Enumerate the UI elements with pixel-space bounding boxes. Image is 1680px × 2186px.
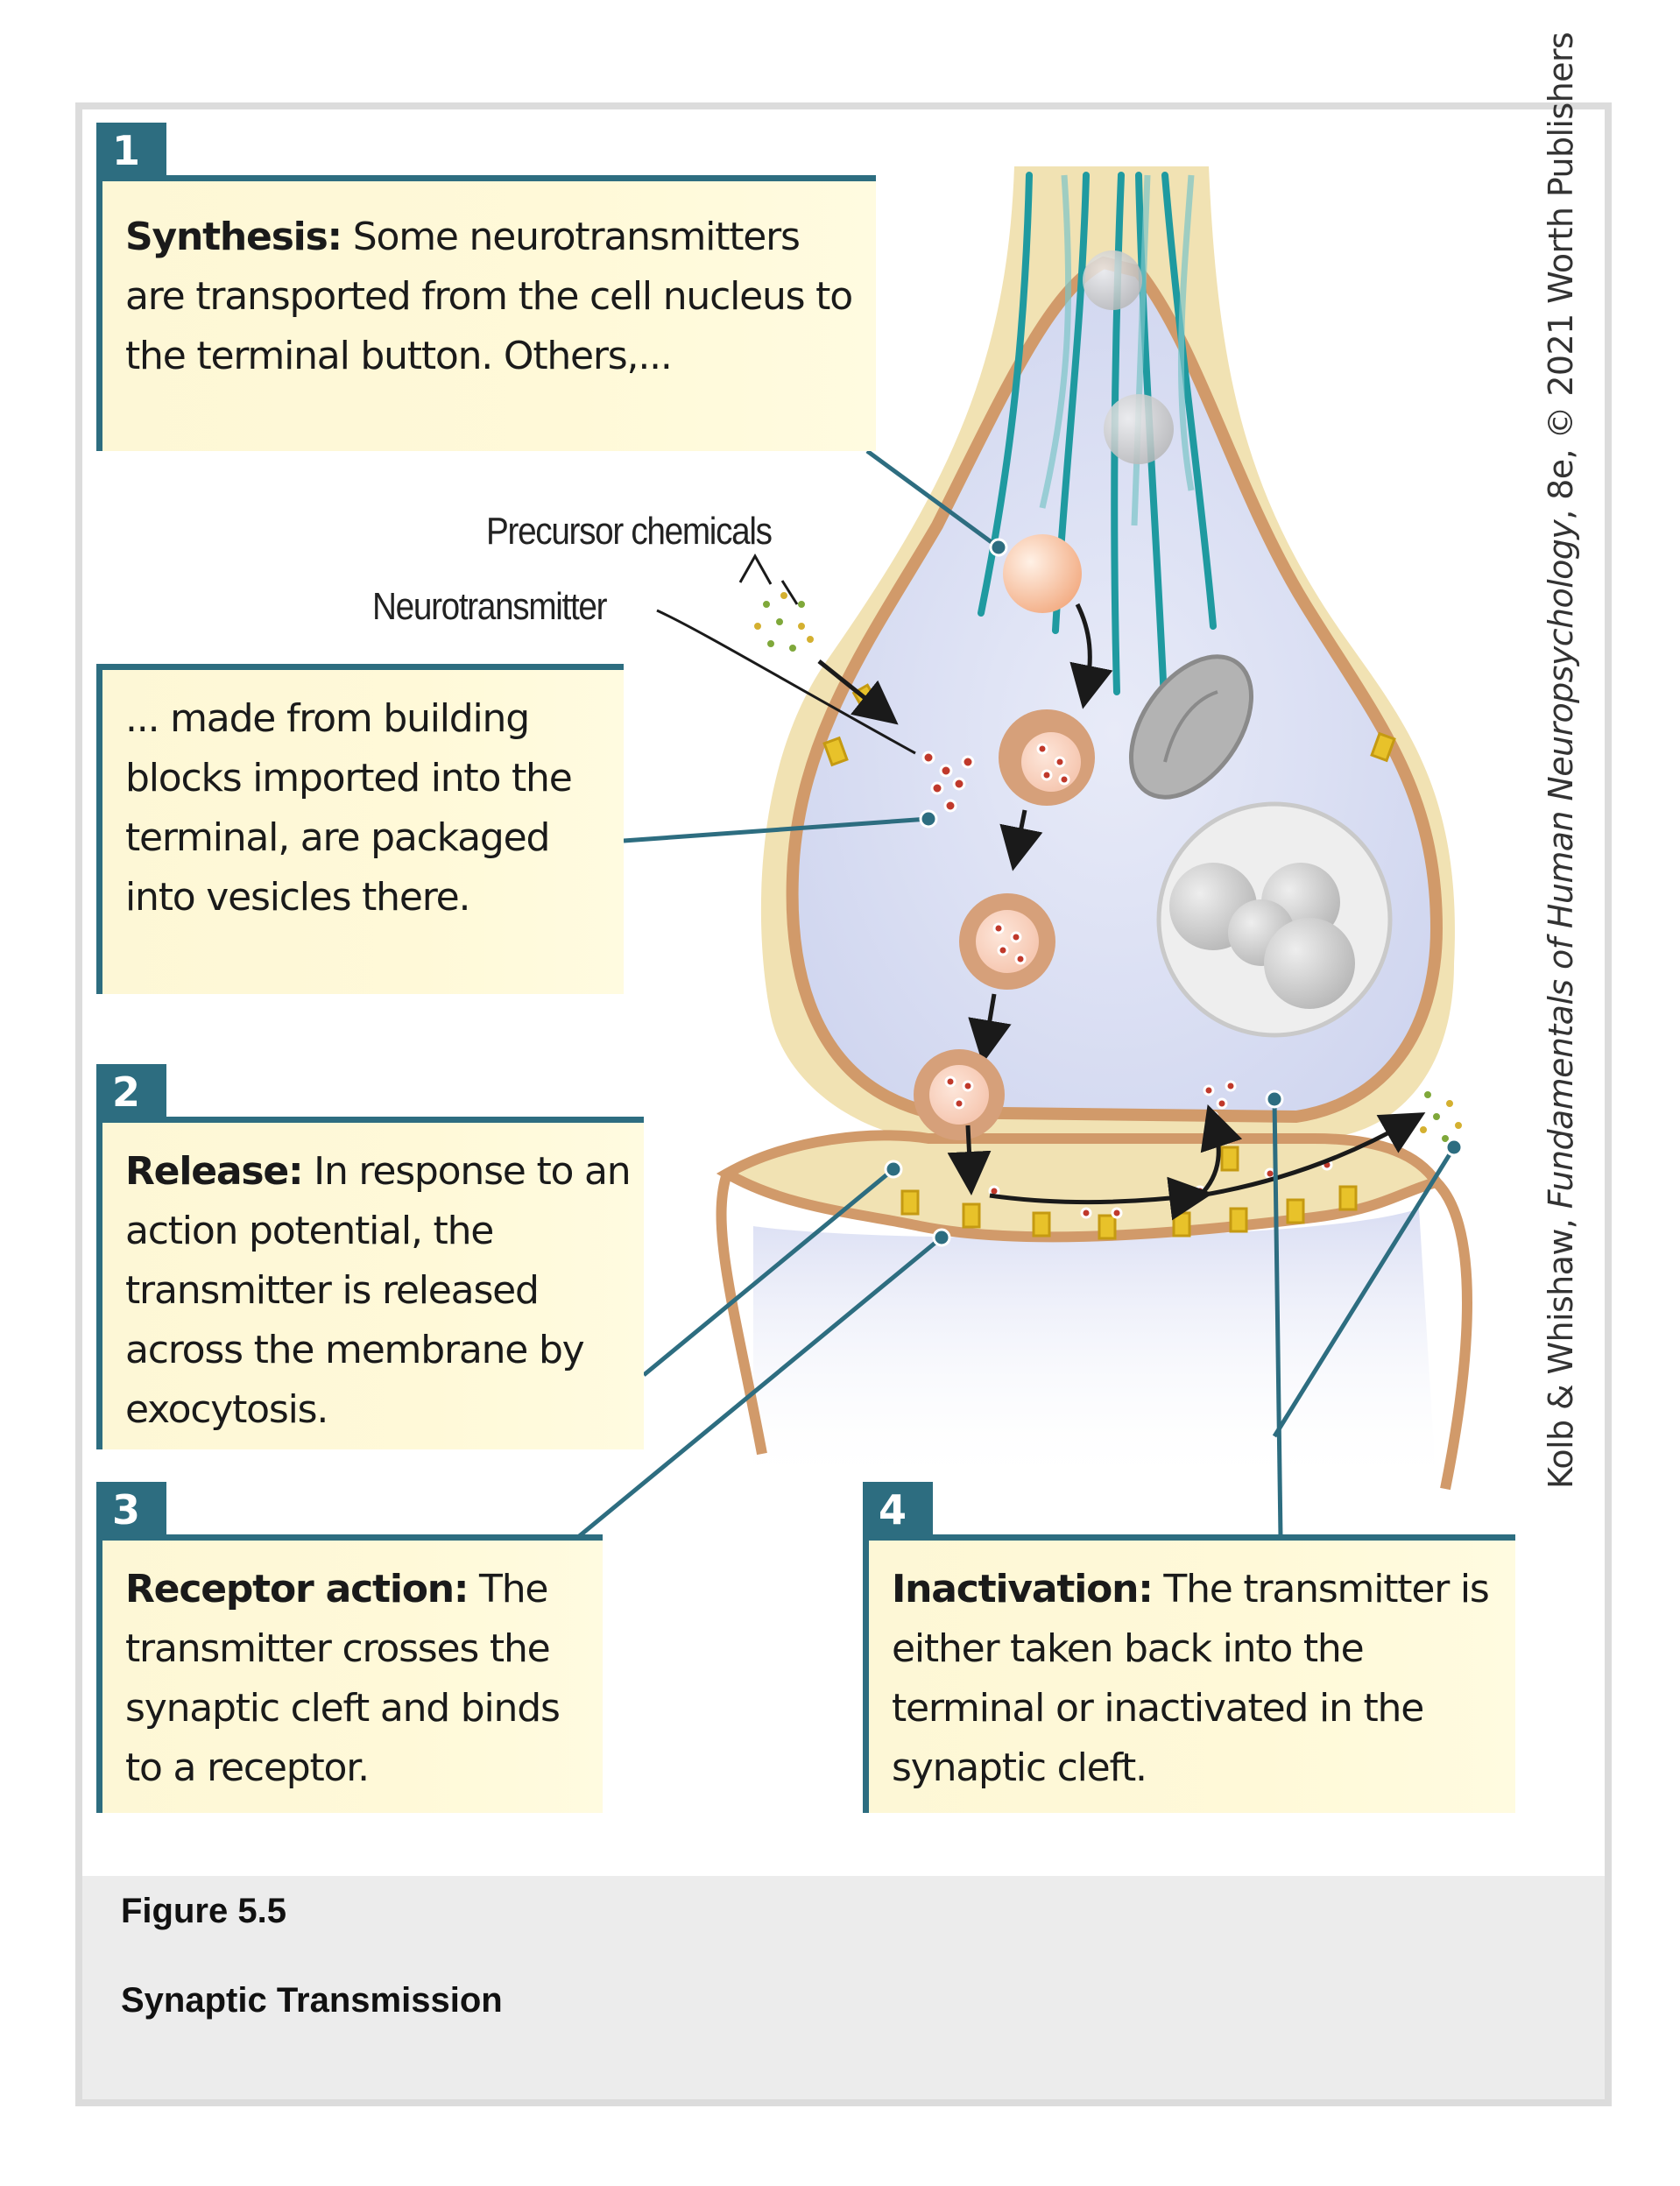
transported-vesicle [1003,534,1082,613]
mitochondrion [1128,654,1254,800]
vesicle-arrow [999,809,1043,871]
precursor-chemicals-label: Precursor chemicals [486,510,773,553]
step-3-callout: Receptor action: The transmitter crosses… [96,1534,603,1813]
step-4-text: Inactivation: The transmitter is either … [892,1560,1507,1798]
axon-vesicle-gray [1104,394,1174,464]
step-3-text: Receptor action: The transmitter crosses… [125,1560,594,1798]
step-1-body: Some neurotransmitters are transported f… [125,215,853,378]
step-2-callout: Release: In response to an action potent… [96,1117,644,1449]
step-3-body: The transmitter crosses the synaptic cle… [125,1567,561,1790]
step-2-body: In response to an action potential, the … [125,1149,632,1432]
step-2-heading: Release: [125,1149,304,1194]
step-1b-callout: ... made from building blocks imported i… [96,664,624,994]
caption-area [82,1876,1605,2099]
callout-leader-dots [884,538,1464,1247]
copyright-credit: Kolb & Whishaw, Fundamentals of Human Ne… [1542,32,1580,1489]
secretory-granule-cluster [1156,801,1393,1038]
step-1-callout: Synthesis: Some neurotransmitters are tr… [96,175,876,451]
step-2-text: Release: In response to an action potent… [125,1142,635,1440]
credit-publisher: , 8e, © 2021 Worth Publishers [1542,32,1580,520]
vesicle-2 [959,893,1055,990]
step-4-callout: Inactivation: The transmitter is either … [863,1534,1515,1813]
step-1-badge: 1 [96,123,166,179]
step-1-text: Synthesis: Some neurotransmitters are tr… [125,208,867,386]
step-4-badge: 4 [863,1482,933,1538]
step-1b-text: ... made from building blocks imported i… [125,696,573,920]
microtubules-faint [1039,174,1195,526]
neurotransmitter-label: Neurotransmitter [372,585,608,628]
process-arrows [817,659,1426,1221]
label-pointers [656,553,916,755]
docked-vesicle [914,1049,1005,1140]
step-4-body: The transmitter is either taken back int… [892,1567,1490,1790]
step-1-heading: Synthesis: [125,215,342,259]
credit-book-title: Fundamentals of Human Neuropsychology [1542,519,1580,1209]
postsynaptic-membrane-left [716,1172,767,1456]
step-2-badge: 2 [96,1064,166,1120]
figure-number: Figure 5.5 [121,1892,286,1930]
axon-vesicle-gray [1083,250,1142,310]
step-3-heading: Receptor action: [125,1567,469,1611]
step-4-heading: Inactivation: [892,1567,1154,1611]
packaging-vesicle [999,709,1095,806]
transport-arrow [1069,603,1113,709]
credit-authors: Kolb & Whishaw, [1542,1209,1580,1489]
figure-title: Synaptic Transmission [121,1981,503,2020]
postsynaptic-membrane-right [1432,1178,1472,1491]
synaptic-cleft [716,1130,1445,1243]
vesicle-arrow [968,993,1012,1064]
step-3-badge: 3 [96,1482,166,1538]
postsynaptic-shade [753,1209,1436,1489]
callout-leaders [576,448,1457,1539]
